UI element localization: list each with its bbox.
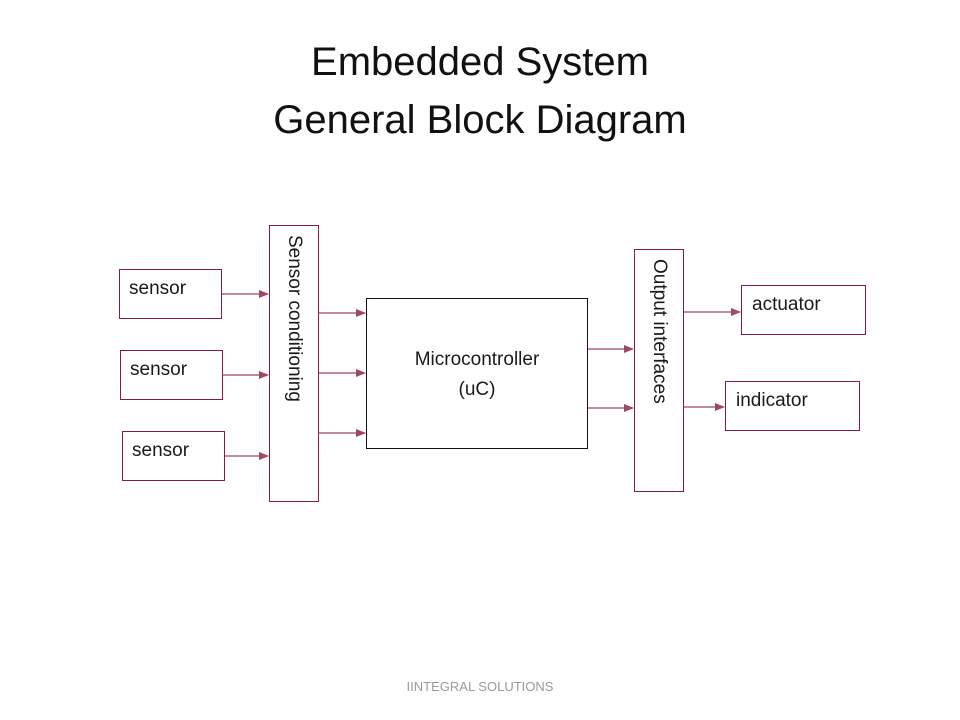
- output-interfaces-box: Output interfaces: [634, 249, 684, 492]
- microcontroller-sublabel: (uC): [458, 379, 496, 400]
- indicator-box: indicator: [725, 381, 860, 431]
- sensor-conditioning-label: Sensor conditioning: [284, 235, 305, 402]
- actuator-box: actuator: [741, 285, 866, 335]
- title-line-2: General Block Diagram: [273, 98, 687, 142]
- title-line-1: Embedded System: [311, 40, 649, 84]
- footer-text: IINTEGRAL SOLUTIONS: [406, 679, 554, 694]
- sensor-box-2: sensor: [120, 350, 223, 400]
- sensor-label-2: sensor: [130, 359, 188, 380]
- sensor-label-1: sensor: [129, 278, 187, 299]
- sensor-box-1: sensor: [119, 269, 222, 319]
- actuator-label: actuator: [752, 294, 821, 315]
- microcontroller-label: Microcontroller: [414, 349, 540, 370]
- sensor-label-3: sensor: [132, 440, 190, 461]
- output-interfaces-label: Output interfaces: [649, 259, 670, 404]
- sensor-conditioning-box: Sensor conditioning: [269, 225, 319, 502]
- sensor-box-3: sensor: [122, 431, 225, 481]
- microcontroller-box: Microcontroller (uC): [366, 298, 588, 449]
- indicator-label: indicator: [736, 390, 808, 411]
